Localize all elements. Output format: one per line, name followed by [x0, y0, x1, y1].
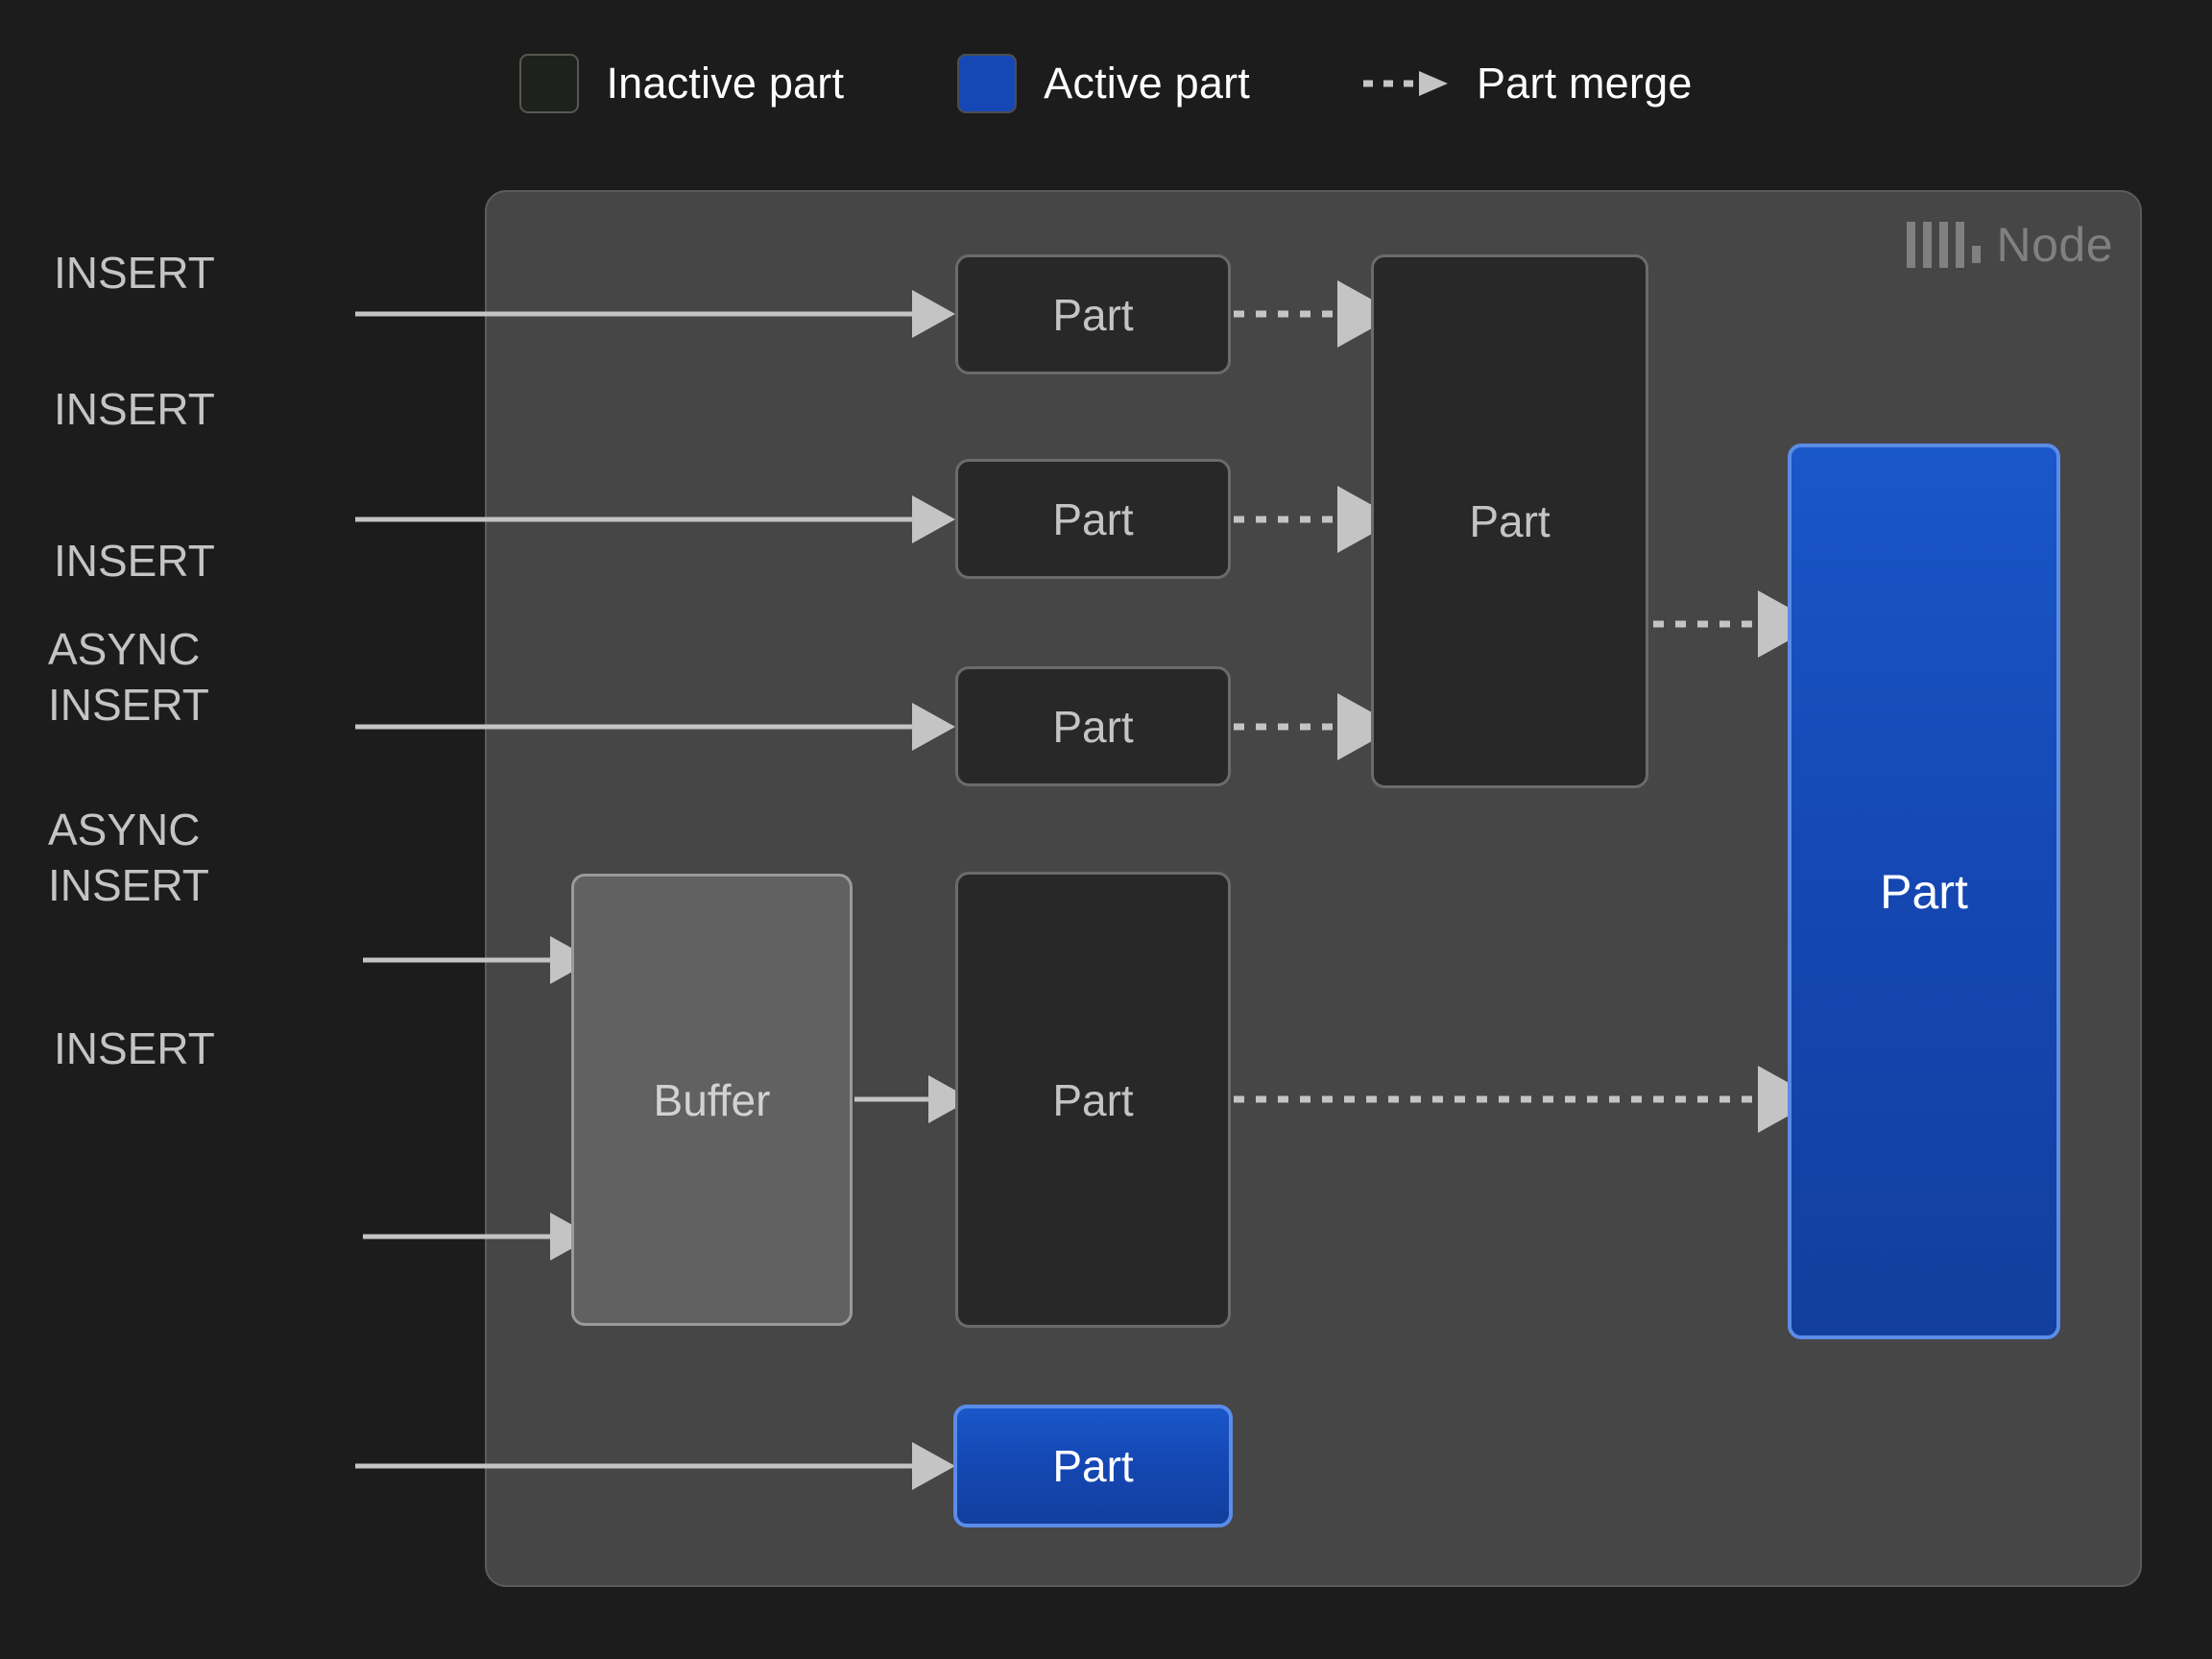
part-box-label: Part [1880, 864, 1968, 919]
node-label: Node [1996, 218, 2113, 272]
part-box-row3[interactable]: Part [955, 666, 1231, 786]
part-box-label: Part [1052, 1441, 1134, 1491]
part-box-label: Part [1052, 701, 1134, 752]
clickhouse-logo-icon [1907, 222, 1982, 268]
part-box-bottom-active[interactable]: Part [953, 1405, 1233, 1527]
square-outline-icon [519, 54, 580, 113]
buffer-box-label: Buffer [653, 1074, 771, 1125]
part-box-row1[interactable]: Part [955, 254, 1231, 374]
dashed-arrow-icon [1362, 69, 1450, 98]
buffer-box[interactable]: Buffer [571, 874, 853, 1326]
node-badge: Node [1907, 211, 2113, 278]
flow-label-async-insert-2: ASYNC INSERT [48, 805, 209, 910]
flow-label-insert-3: INSERT [54, 536, 215, 586]
legend-label-active-part: Active part [1044, 59, 1250, 108]
flow-label-async-insert-1: ASYNC INSERT [48, 624, 209, 730]
flow-label-insert-1: INSERT [54, 248, 215, 298]
legend-label-inactive-part: Inactive part [606, 59, 845, 108]
part-box-row2[interactable]: Part [955, 459, 1231, 579]
part-box-final-active[interactable]: Part [1788, 444, 2060, 1339]
legend-item-inactive-part: Inactive part [519, 54, 844, 113]
part-box-label: Part [1052, 289, 1134, 340]
logo-bar [1939, 222, 1949, 268]
part-box-label: Part [1052, 1074, 1134, 1125]
flow-label-insert-4: INSERT [54, 1023, 215, 1073]
logo-bar [1907, 222, 1916, 268]
legend-item-active-part: Active part [957, 54, 1250, 113]
legend-label-part-merge: Part merge [1476, 59, 1693, 108]
legend: Inactive part Active part Part merge [0, 50, 2212, 117]
part-box-merged[interactable]: Part [1371, 254, 1648, 788]
logo-bar [1923, 222, 1933, 268]
legend-item-part-merge: Part merge [1362, 59, 1693, 108]
part-box-label: Part [1469, 496, 1551, 546]
part-box-label: Part [1052, 493, 1134, 544]
logo-bar-short [1972, 246, 1982, 263]
logo-bar [1956, 222, 1965, 268]
part-box-async[interactable]: Part [955, 872, 1231, 1328]
square-filled-icon [957, 54, 1018, 113]
flow-label-insert-2: INSERT [54, 384, 215, 434]
